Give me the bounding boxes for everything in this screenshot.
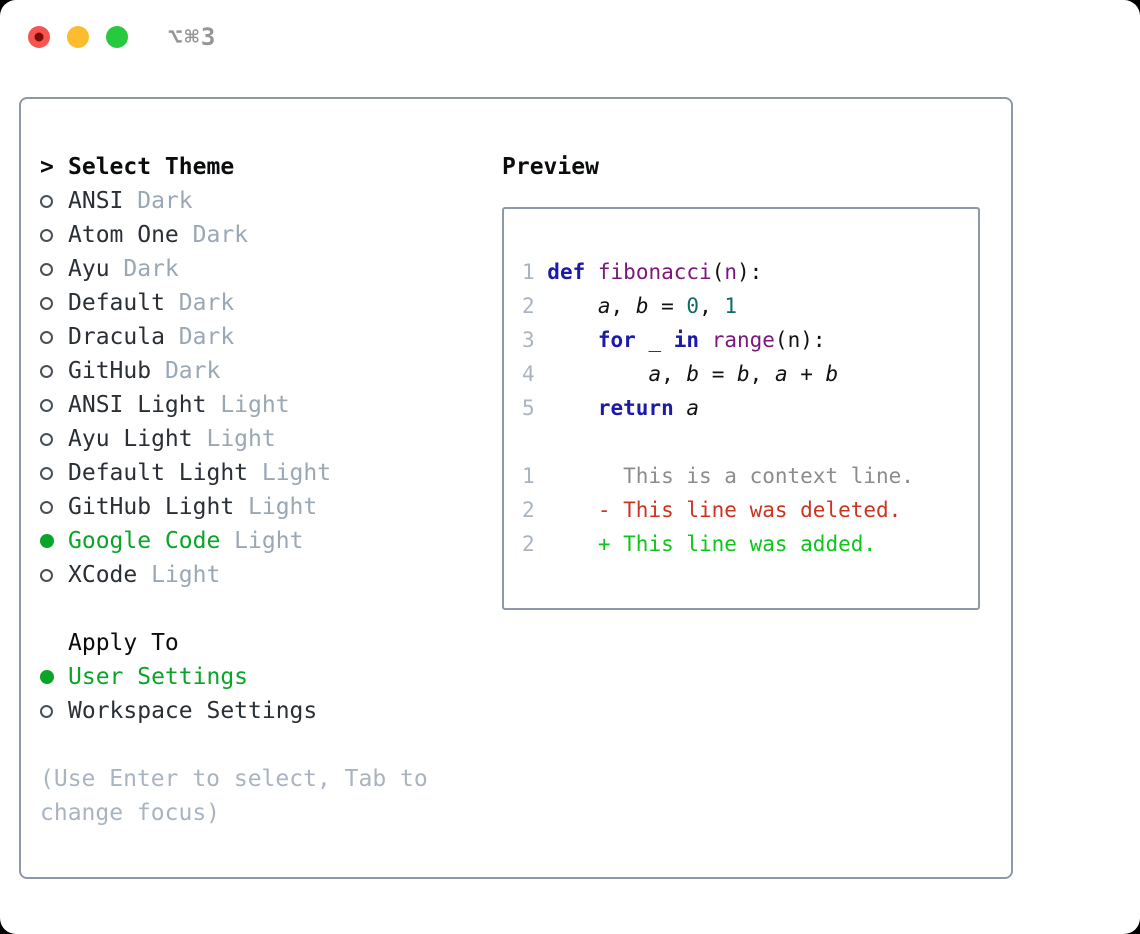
option-label: GitHub Light xyxy=(68,494,235,520)
code-line: 3 for _ in range(n): xyxy=(522,328,826,352)
traffic-lights xyxy=(28,26,128,48)
option-label: ANSI Light xyxy=(68,392,207,418)
line-number: 2 xyxy=(522,532,548,556)
preview-box: 1 def fibonacci(n): 2 a, b = 0, 1 3 for _ … xyxy=(502,207,980,610)
line-number: 1 xyxy=(522,464,548,488)
variant-tag: Dark xyxy=(164,290,235,316)
unsaved-dot-icon xyxy=(34,32,44,42)
radio-unselected-icon xyxy=(40,228,68,242)
preview-header: Preview xyxy=(502,150,988,184)
option-label: Ayu Light xyxy=(68,426,193,452)
theme-option-ayu[interactable]: Ayu Dark xyxy=(40,252,480,286)
theme-option-ansi-light[interactable]: ANSI Light Light xyxy=(40,388,480,422)
apply-option-user-settings[interactable]: User Settings xyxy=(40,660,480,694)
option-label: XCode xyxy=(68,562,138,588)
radio-unselected-icon xyxy=(40,296,68,310)
option-label: ANSI xyxy=(68,188,124,214)
selection-caret-icon: > xyxy=(40,154,54,180)
titlebar: ⌥⌘3 xyxy=(28,23,218,51)
variant-tag: Dark xyxy=(151,358,221,384)
variant-tag: Light xyxy=(206,392,290,418)
preview-column: Preview 1 def fibonacci(n): 2 a, b = 0, 1… xyxy=(502,150,988,610)
code-line: 2 - This line was deleted. xyxy=(522,498,902,522)
option-label: Workspace Settings xyxy=(68,698,318,724)
window-title: ⌥⌘3 xyxy=(168,23,218,51)
line-number: 1 xyxy=(522,260,548,284)
line-number: 4 xyxy=(522,362,548,386)
variant-tag: Light xyxy=(234,494,318,520)
radio-unselected-icon xyxy=(40,568,68,582)
theme-option-google-code[interactable]: Google Code Light xyxy=(40,524,480,558)
radio-unselected-icon xyxy=(40,704,68,718)
select-theme-title: Select Theme xyxy=(68,154,235,180)
code-blank-line xyxy=(522,425,978,459)
line-number: 2 xyxy=(522,498,548,522)
preview-title: Preview xyxy=(502,154,599,180)
theme-option-ansi[interactable]: ANSI Dark xyxy=(40,184,480,218)
code-line: 1 This is a context line. xyxy=(522,464,914,488)
radio-unselected-icon xyxy=(40,330,68,344)
option-label: Default xyxy=(68,290,165,316)
zoom-button[interactable] xyxy=(106,26,128,48)
apply-to-title: Apply To xyxy=(68,630,179,656)
code-line: 2 a, b = 0, 1 xyxy=(522,294,738,318)
theme-option-github-light[interactable]: GitHub Light Light xyxy=(40,490,480,524)
option-label: Google Code xyxy=(68,528,221,554)
theme-option-dracula[interactable]: Dracula Dark xyxy=(40,320,480,354)
code-line: 2 + This line was added. xyxy=(522,532,877,556)
option-label: Dracula xyxy=(68,324,165,350)
line-number: 5 xyxy=(522,396,548,420)
theme-option-xcode[interactable]: XCode Light xyxy=(40,558,480,592)
line-number: 2 xyxy=(522,294,548,318)
option-label: User Settings xyxy=(68,664,249,690)
radio-unselected-icon xyxy=(40,466,68,480)
radio-selected-icon xyxy=(40,534,68,548)
theme-option-atom-one[interactable]: Atom One Dark xyxy=(40,218,480,252)
option-label: Atom One xyxy=(68,222,179,248)
option-label: GitHub xyxy=(68,358,152,384)
option-label: Ayu xyxy=(68,256,110,282)
option-label: Default Light xyxy=(68,460,249,486)
variant-tag: Dark xyxy=(109,256,179,282)
code-preview: 1 def fibonacci(n): 2 a, b = 0, 1 3 for _ … xyxy=(504,209,978,561)
variant-tag: Light xyxy=(137,562,221,588)
variant-tag: Light xyxy=(192,426,276,452)
select-theme-header: > Select Theme xyxy=(40,150,480,184)
keyboard-hint: (Use Enter to select, Tab to change focu… xyxy=(40,766,428,826)
variant-tag: Dark xyxy=(178,222,249,248)
radio-unselected-icon xyxy=(40,500,68,514)
variant-tag: Light xyxy=(220,528,304,554)
apply-option-workspace-settings[interactable]: Workspace Settings xyxy=(40,694,480,728)
apply-to-header: Apply To xyxy=(40,626,480,660)
radio-selected-icon xyxy=(40,670,68,684)
radio-unselected-icon xyxy=(40,262,68,276)
line-number: 3 xyxy=(522,328,548,352)
theme-option-ayu-light[interactable]: Ayu Light Light xyxy=(40,422,480,456)
radio-unselected-icon xyxy=(40,432,68,446)
minimize-button[interactable] xyxy=(67,26,89,48)
code-line: 1 def fibonacci(n): xyxy=(522,260,763,284)
close-button[interactable] xyxy=(28,26,50,48)
radio-unselected-icon xyxy=(40,398,68,412)
code-line: 5 return a xyxy=(522,396,700,420)
theme-option-default[interactable]: Default Dark xyxy=(40,286,480,320)
theme-option-github[interactable]: GitHub Dark xyxy=(40,354,480,388)
variant-tag: Light xyxy=(248,460,332,486)
variant-tag: Dark xyxy=(164,324,235,350)
variant-tag: Dark xyxy=(123,188,193,214)
radio-unselected-icon xyxy=(40,364,68,378)
radio-unselected-icon xyxy=(40,194,68,208)
theme-option-default-light[interactable]: Default Light Light xyxy=(40,456,480,490)
code-line: 4 a, b = b, a + b xyxy=(522,362,839,386)
